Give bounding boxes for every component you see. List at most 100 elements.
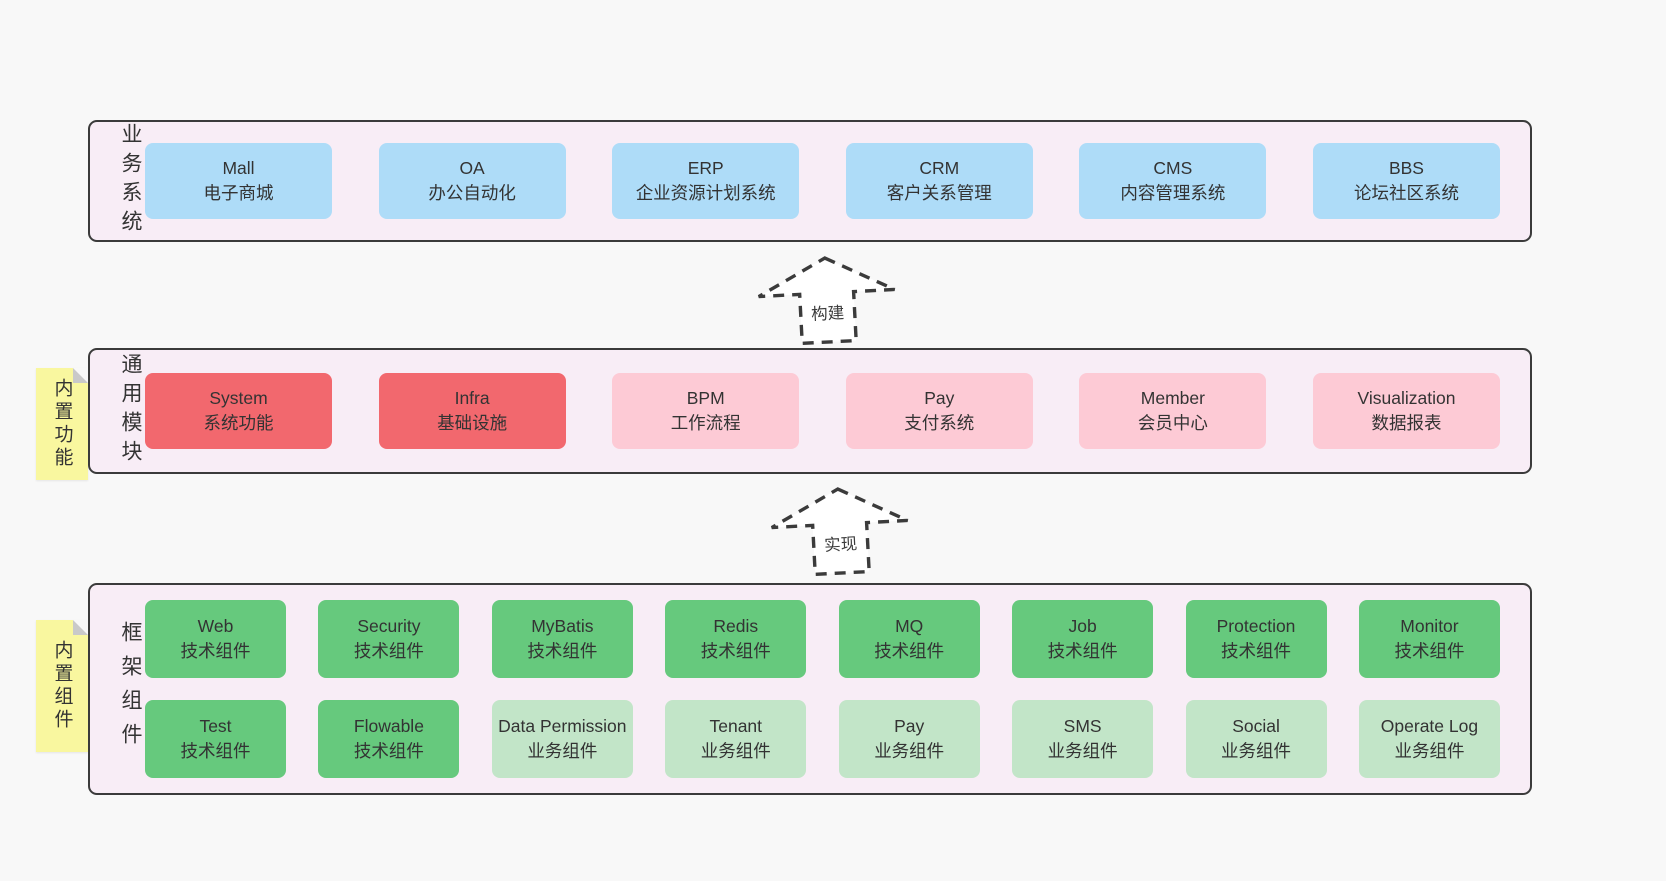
box-title: SMS (1063, 715, 1102, 736)
box-subtitle: 技术组件 (527, 641, 598, 661)
box-redis: Redis 技术组件 (665, 600, 807, 678)
band-framework-components: 框架组件 Web 技术组件 Security 技术组件 MyBatis 技术组件… (88, 583, 1532, 795)
box-title: MyBatis (531, 615, 594, 636)
box-subtitle: 工作流程 (670, 413, 741, 433)
box-security: Security 技术组件 (318, 600, 460, 678)
box-subtitle: 系统功能 (203, 413, 274, 433)
box-subtitle: 技术组件 (180, 641, 251, 661)
box-title: CRM (919, 157, 960, 178)
band-label-framework-components: 框架组件 (119, 621, 142, 757)
box-subtitle: 技术组件 (180, 741, 251, 761)
box-title: System (209, 387, 268, 408)
box-subtitle: 内容管理系统 (1120, 183, 1226, 203)
box-subtitle: 技术组件 (353, 741, 424, 761)
sticky-note-text: 内置功能 (51, 378, 73, 470)
band-label-common-modules: 通用模块 (119, 353, 142, 469)
box-infra: Infra 基础设施 (378, 373, 566, 449)
box-system: System 系统功能 (145, 373, 332, 449)
box-title: BPM (686, 387, 725, 408)
band-business-systems: 业务系统 Mall 电子商城 OA 办公自动化 ERP 企业资源计划系统 CRM… (88, 120, 1532, 242)
box-mq: MQ 技术组件 (838, 600, 980, 678)
box-member: Member 会员中心 (1079, 373, 1267, 449)
box-test: Test 技术组件 (145, 700, 286, 778)
box-mall: Mall 电子商城 (145, 143, 332, 219)
sticky-note-builtin-features: 内置功能 (36, 368, 88, 480)
box-subtitle: 业务组件 (527, 741, 598, 761)
box-social: Social 业务组件 (1185, 700, 1327, 778)
box-title: MQ (895, 615, 924, 636)
box-flowable: Flowable 技术组件 (318, 700, 460, 778)
box-subtitle: 业务组件 (700, 741, 771, 761)
box-bbs: BBS 论坛社区系统 (1312, 143, 1500, 219)
box-title: Pay (924, 387, 955, 408)
box-subtitle: 支付系统 (904, 413, 975, 433)
box-title: Web (197, 615, 234, 636)
box-title: Data Permission (498, 715, 627, 736)
box-subtitle: 客户关系管理 (886, 183, 992, 203)
box-job: Job 技术组件 (1012, 600, 1154, 678)
box-pay-biz: Pay 业务组件 (838, 700, 980, 778)
box-title: Mall (222, 157, 255, 178)
box-title: Security (357, 615, 421, 636)
box-subtitle: 技术组件 (700, 641, 771, 661)
box-title: Pay (894, 715, 925, 736)
box-title: Redis (713, 615, 759, 636)
box-monitor: Monitor 技术组件 (1358, 600, 1500, 678)
box-crm: CRM 客户关系管理 (845, 143, 1033, 219)
folded-corner-icon (73, 368, 88, 383)
box-subtitle: 技术组件 (353, 641, 424, 661)
box-oa: OA 办公自动化 (378, 143, 566, 219)
box-title: ERP (687, 157, 724, 178)
sticky-note-builtin-components: 内置组件 (36, 620, 88, 752)
box-subtitle: 业务组件 (1394, 741, 1465, 761)
box-tenant: Tenant 业务组件 (665, 700, 807, 778)
box-title: Visualization (1357, 387, 1456, 408)
box-subtitle: 电子商城 (203, 183, 274, 203)
box-protection: Protection 技术组件 (1185, 600, 1327, 678)
box-cms: CMS 内容管理系统 (1079, 143, 1267, 219)
box-pay: Pay 支付系统 (845, 373, 1033, 449)
box-visualization: Visualization 数据报表 (1312, 373, 1500, 449)
folded-corner-icon (73, 620, 88, 635)
box-subtitle: 业务组件 (874, 741, 945, 761)
arrow-build-label: 构建 (808, 299, 847, 325)
box-erp: ERP 企业资源计划系统 (612, 143, 800, 219)
box-bpm: BPM 工作流程 (612, 373, 800, 449)
box-subtitle: 数据报表 (1371, 413, 1442, 433)
box-subtitle: 技术组件 (1394, 641, 1465, 661)
box-title: CMS (1153, 157, 1193, 178)
box-subtitle: 业务组件 (1047, 741, 1118, 761)
box-title: Job (1068, 615, 1097, 636)
box-operate-log: Operate Log 业务组件 (1358, 700, 1500, 778)
box-title: Tenant (709, 715, 763, 736)
box-subtitle: 技术组件 (1221, 641, 1292, 661)
box-subtitle: 企业资源计划系统 (635, 183, 776, 203)
box-title: Test (199, 715, 232, 736)
box-subtitle: 会员中心 (1137, 413, 1208, 433)
box-title: Protection (1216, 615, 1296, 636)
sticky-note-text: 内置组件 (51, 640, 73, 732)
band-label-business-systems: 业务系统 (119, 123, 142, 239)
box-mybatis: MyBatis 技术组件 (491, 600, 633, 678)
box-title: Monitor (1400, 615, 1459, 636)
box-sms: SMS 业务组件 (1012, 700, 1154, 778)
box-title: OA (459, 157, 485, 178)
box-subtitle: 办公自动化 (428, 183, 516, 203)
box-title: Infra (454, 387, 490, 408)
box-web: Web 技术组件 (145, 600, 286, 678)
band-common-modules: 通用模块 System 系统功能 Infra 基础设施 BPM 工作流程 Pay… (88, 348, 1532, 474)
box-subtitle: 技术组件 (874, 641, 945, 661)
arrow-build: 构建 (755, 252, 899, 347)
arrow-implement: 实现 (768, 483, 912, 578)
box-subtitle: 业务组件 (1221, 741, 1292, 761)
box-title: BBS (1388, 157, 1424, 178)
arrow-implement-label: 实现 (821, 530, 860, 556)
box-subtitle: 技术组件 (1047, 641, 1118, 661)
box-title: Social (1232, 715, 1280, 736)
box-title: Flowable (353, 715, 424, 736)
box-title: Member (1140, 387, 1205, 408)
box-subtitle: 基础设施 (437, 413, 508, 433)
box-title: Operate Log (1380, 715, 1479, 736)
box-subtitle: 论坛社区系统 (1353, 183, 1459, 203)
